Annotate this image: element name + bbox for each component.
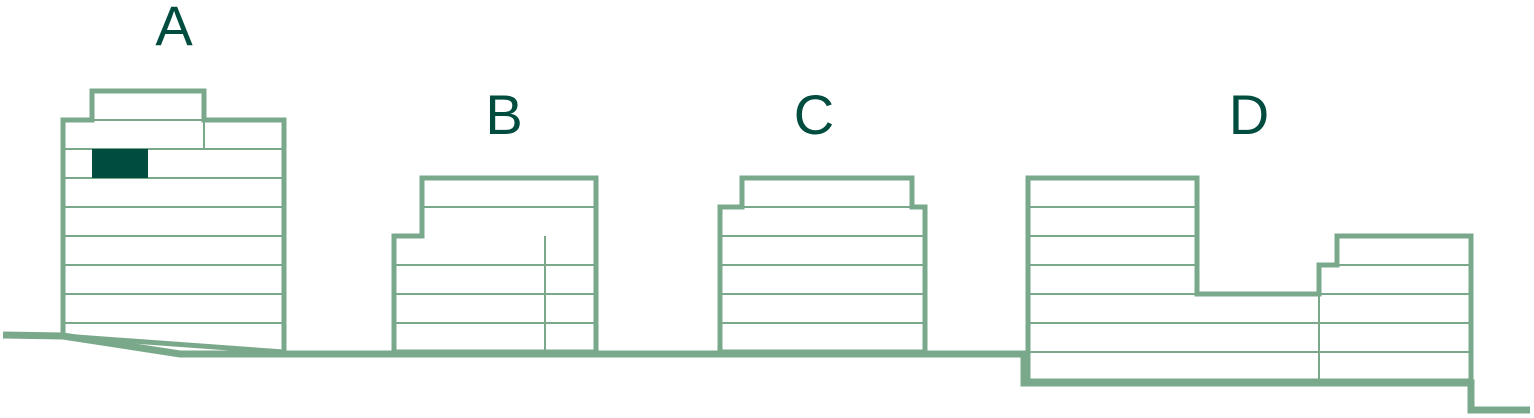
building-c: C xyxy=(717,83,928,355)
building-d-label: D xyxy=(1229,83,1269,146)
building-b-outline xyxy=(391,175,599,355)
building-b-floor-lines xyxy=(394,206,596,352)
building-c-label: C xyxy=(794,83,834,146)
building-a: A xyxy=(60,0,287,355)
building-b-label: B xyxy=(485,83,522,146)
building-c-outline xyxy=(717,175,928,355)
building-d-outline xyxy=(1025,175,1474,384)
building-b: B xyxy=(391,83,599,355)
building-d-floor-lines xyxy=(1028,206,1471,381)
building-a-outline xyxy=(60,88,287,355)
building-d: D xyxy=(1025,83,1474,384)
building-a-label: A xyxy=(155,0,193,57)
building-c-floor-lines xyxy=(720,206,925,324)
highlighted-unit xyxy=(92,149,148,178)
